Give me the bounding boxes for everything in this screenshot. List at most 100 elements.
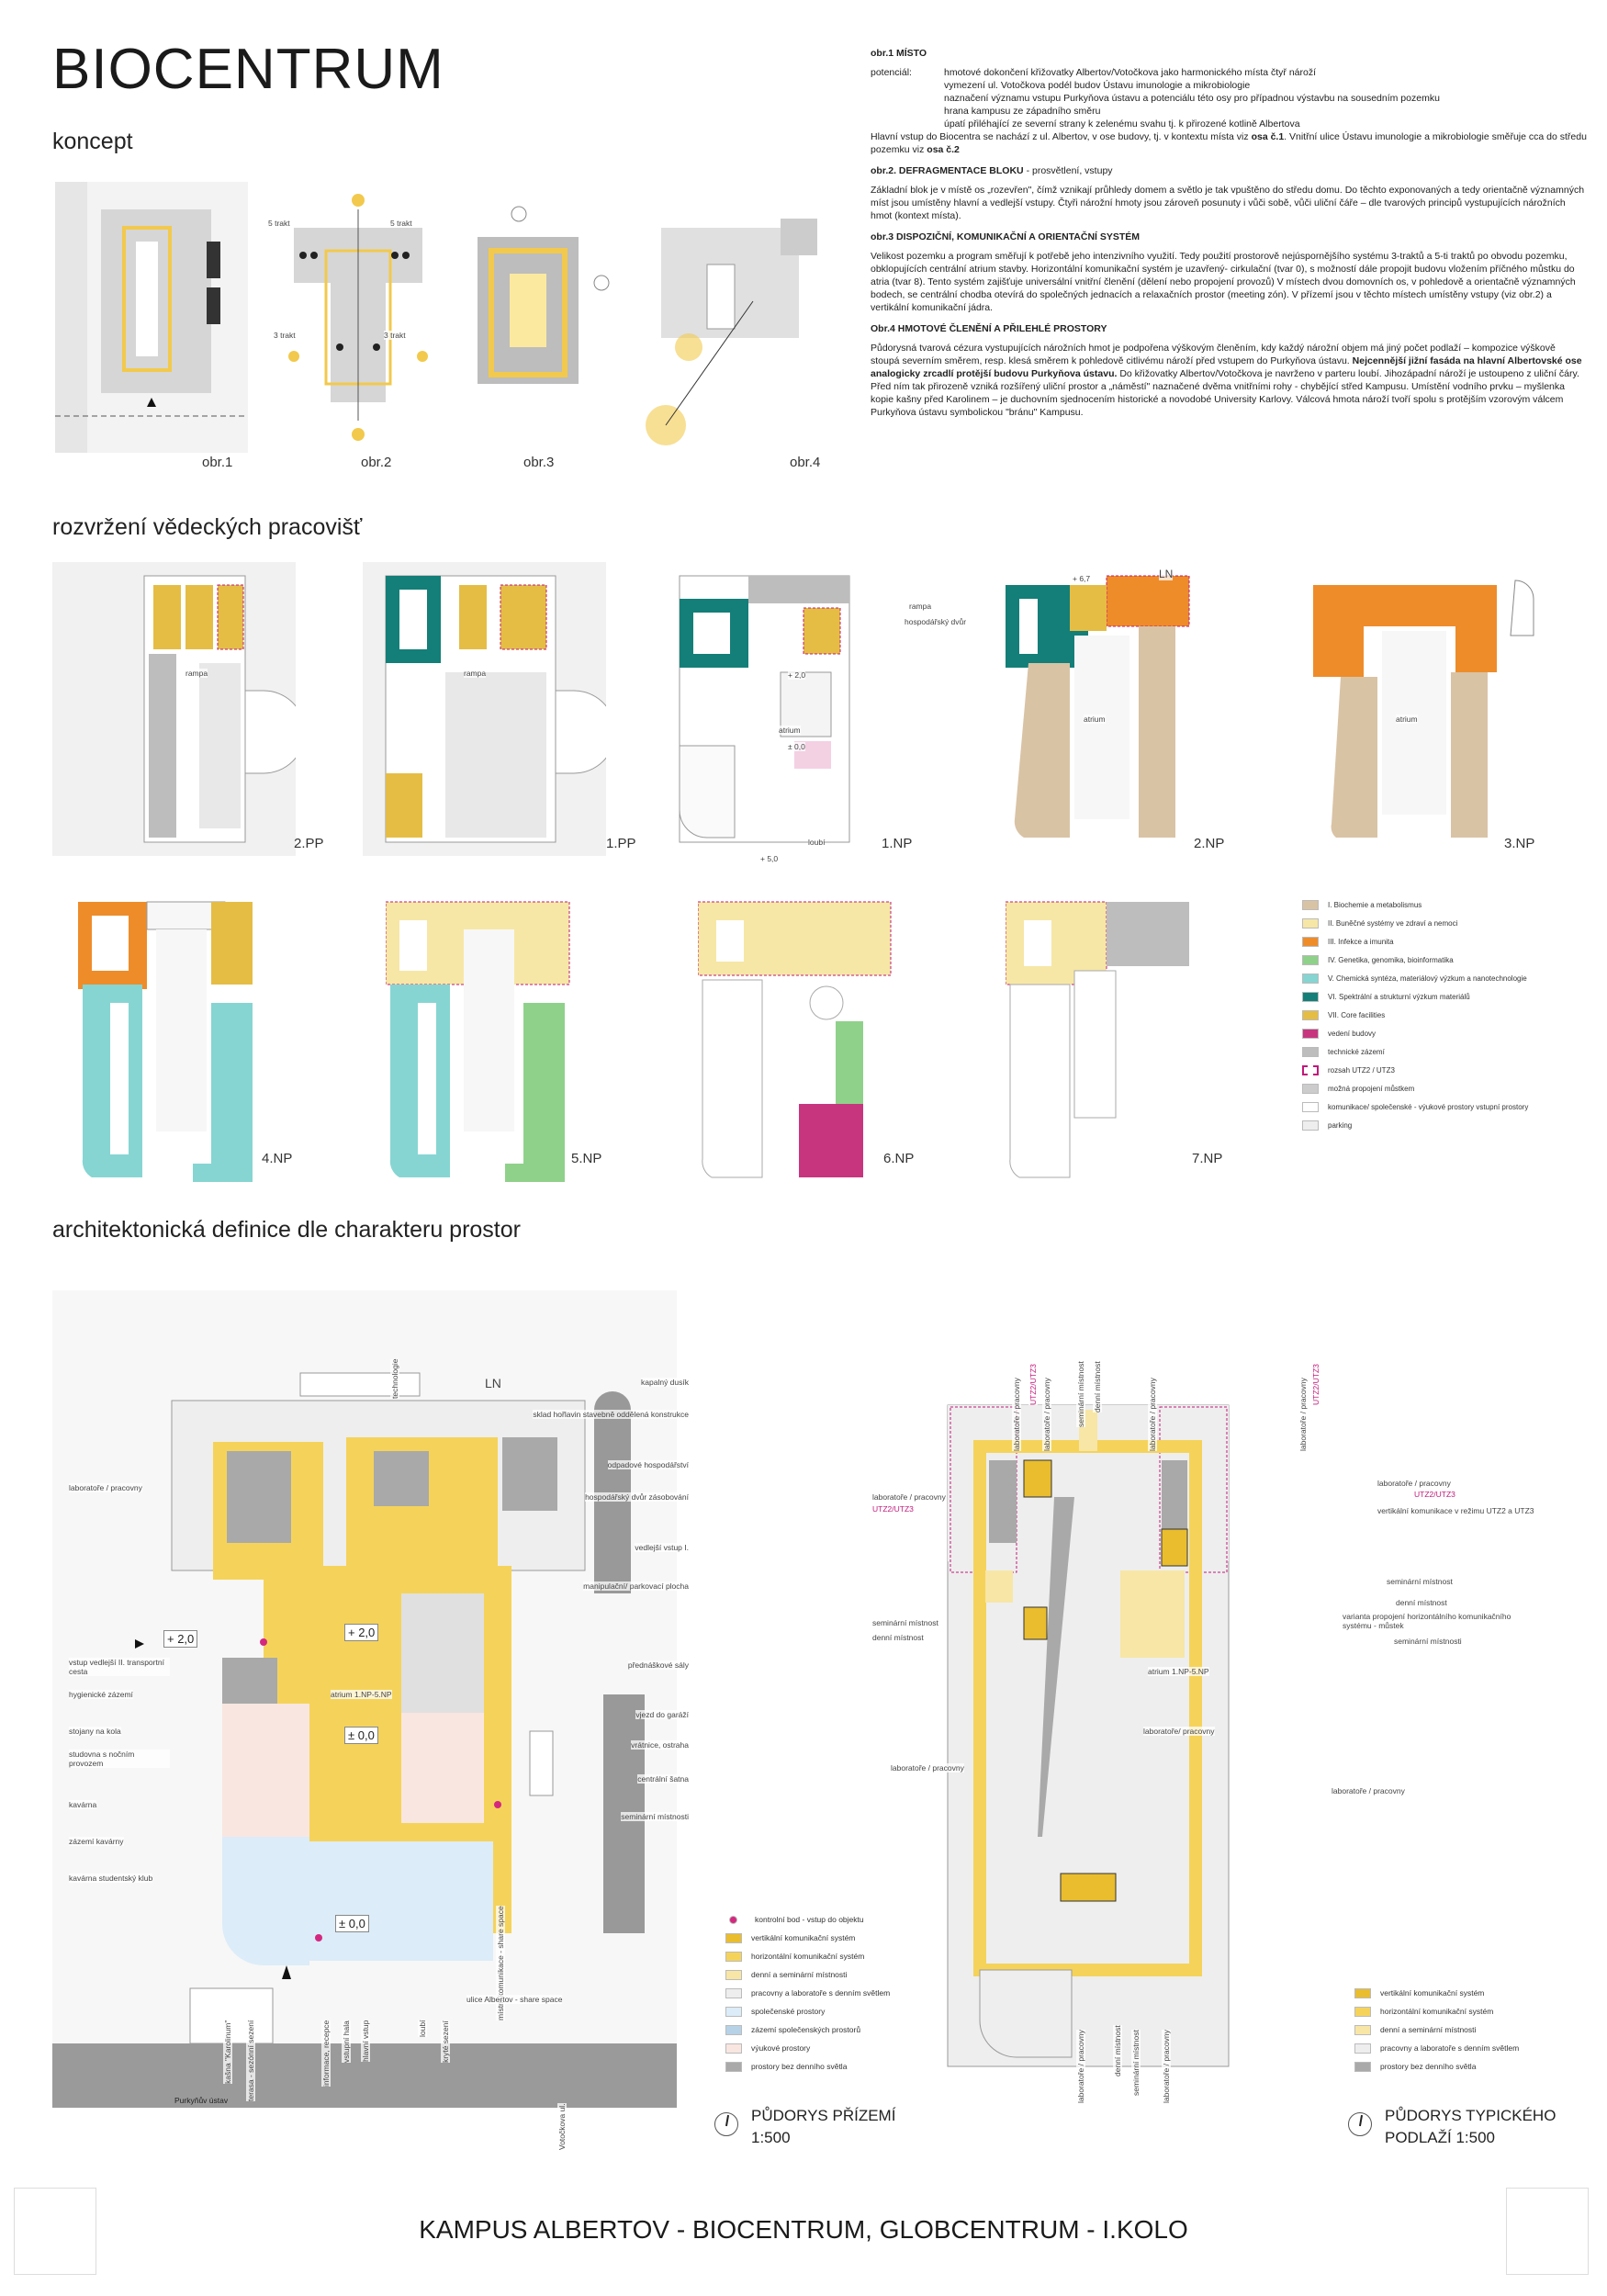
caption-title: PŮDORYS TYPICKÉHO [1385,2107,1556,2124]
utz-label: UTZ2/UTZ3 [1028,1364,1038,1405]
section-heading-concept: koncept [52,129,133,154]
level-marker: ± 0,0 [344,1727,378,1744]
legend-label: V. Chemická syntéza, materiálový výzkum … [1328,974,1527,983]
legend-item: IV. Genetika, genomika, bioinformatika [1302,951,1596,969]
ground-note: seminární místnosti [621,1812,689,1821]
text-paragraph: Hlavní vstup do Biocentra se nachází z u… [871,131,1252,142]
legend-item: III. Infekce a imunita [1302,932,1596,951]
legend-label: kontrolní bod - vstup do objektu [755,1915,864,1924]
concept-diagram-3 [478,206,610,384]
legend-swatch [725,2006,742,2017]
level-marker: + 2,0 [344,1624,379,1641]
legend-swatch [1302,1046,1319,1057]
text-heading: Obr.4 HMOTOVÉ ČLENĚNÍ A PŘILEHLÉ PROSTOR… [871,323,1107,334]
typical-note: laboratoře / pracovny [1162,2030,1171,2103]
legend-swatch [725,1987,742,1998]
ground-floor-plan [52,1290,677,2108]
floor-label: 2.PP [294,836,324,851]
footer-title: KAMPUS ALBERTOV - BIOCENTRUM, GLOBCENTRU… [419,2215,1188,2244]
legend-swatch [1354,2043,1371,2054]
floor-note: + 5,0 [760,854,779,863]
floor-note: + 6,7 [1073,574,1091,583]
legend-item: kontrolní bod - vstup do objektu [725,1910,1001,1929]
floor-label: 4.NP [262,1151,293,1166]
legend-item: komunikace/ společenské - výukové prosto… [1302,1097,1596,1116]
legend-label: možná propojení můstkem [1328,1084,1415,1093]
ground-note: kavárna studentský klub [69,1874,153,1883]
caption-title: PŮDORYS PŘÍZEMÍ [751,2107,896,2124]
legend-label: pracovny a laboratoře s denním světlem [751,1988,891,1998]
typical-note: vertikální komunikace v režimu UTZ2 a UT… [1377,1506,1534,1515]
text-heading: obr.2. DEFRAGMENTACE BLOKU [871,165,1024,176]
typical-note: laboratoře / pracovny [1042,1378,1051,1451]
legend-swatch [725,1951,742,1962]
text-paragraph: . Vnitřní ulice Ústavu imunologie a mikr… [871,131,1587,155]
potential-item: naznačení významu vstupu Purkyňova ústav… [944,93,1440,104]
floor-note: rampa [909,602,932,611]
potential-item: vymezení ul. Votočkova podél budov Ústav… [944,80,1251,91]
floor-label: 7.NP [1192,1151,1223,1166]
ground-note: vjezd do garáží [635,1710,689,1719]
legend-label: I. Biochemie a metabolismus [1328,900,1422,909]
level-marker: ± 0,0 [335,1915,369,1932]
utz-label: UTZ2/UTZ3 [1414,1490,1455,1499]
legend-item: vedení budovy [1302,1024,1596,1042]
typical-note: laboratoře / pracovny [1298,1378,1308,1451]
typical-note: laboratoře / pracovny [1012,1378,1021,1451]
ground-note: přednáškové sály [627,1660,689,1670]
floor-note: atrium [1396,715,1418,724]
legend-swatch [1354,2061,1371,2072]
corner-box [14,2188,96,2275]
potential-item: úpatí přiléhající ze severní strany k ze… [944,118,1300,129]
potential-item: hmotové dokončení křižovatky Albertov/Vo… [944,67,1317,78]
legend-swatch [1354,2024,1371,2035]
concept-label: obr.2 [361,455,392,470]
typical-note: seminární místnost [872,1618,938,1627]
legend-item: horizontální komunikační systém [1354,2002,1607,2020]
legend-label: komunikace/ společenské - výukové prosto… [1328,1102,1529,1111]
trakt-label: 5 trakt [268,219,290,228]
text-heading: obr.1 MÍSTO [871,48,927,59]
typical-note: denní místnost [1113,2025,1122,2077]
concept-label: obr.3 [523,455,555,470]
ground-note: kavárna [69,1800,97,1809]
ground-note: vedlejší vstup I. [635,1543,689,1552]
floor-note: atrium [1084,715,1106,724]
utz-label: UTZ2/UTZ3 [872,1504,914,1514]
legend-swatch [1302,973,1319,984]
floor-label: 3.NP [1504,836,1535,851]
legend-label: prostory bez denního světla [751,2062,848,2071]
typical-floor-plan [947,1404,1230,2067]
north-arrow-icon [1348,2112,1372,2136]
floor-plan-1np [679,575,850,843]
legend-swatch [1302,917,1319,929]
ground-note: kryté sezení [441,2020,450,2063]
tech-label: technologie [390,1358,399,1399]
ground-note: centrální šatna [637,1774,689,1784]
legend-label: technické zázemí [1328,1047,1385,1056]
floor-label: 5.NP [571,1151,602,1166]
legend-label: výukové prostory [751,2043,811,2053]
typical-note: seminární místnost [1387,1577,1453,1586]
legend-label: rozsah UTZ2 / UTZ3 [1328,1065,1395,1075]
concept-label: obr.4 [790,455,821,470]
ground-note: zázemí kavárny [69,1837,124,1846]
level-marker: + 2,0 [163,1630,198,1648]
caption-scale: PODLAŽÍ 1:500 [1385,2129,1496,2146]
text-heading: obr.3 DISPOZIČNÍ, KOMUNIKAČNÍ A ORIENTAČ… [871,231,1141,242]
page-title: BIOCENTRUM [52,38,444,101]
typical-note: denní místnost [1093,1361,1102,1412]
legend-swatch [1354,2006,1371,2017]
legend-item: rozsah UTZ2 / UTZ3 [1302,1061,1596,1079]
floor-plan-4np [78,901,253,1182]
floor-note: LN [1159,568,1174,580]
concept-diagram-4 [646,219,817,445]
legend-swatch [1302,1101,1319,1112]
legend-item: prostory bez denního světla [725,2057,1001,2076]
legend-label: zázemí společenských prostorů [751,2025,861,2034]
ground-note: stojany na kola [69,1727,121,1736]
legend-item: technické zázemí [1302,1042,1596,1061]
legend-label: vertikální komunikační systém [751,1933,856,1942]
typical-note: denní místnost [872,1633,924,1642]
